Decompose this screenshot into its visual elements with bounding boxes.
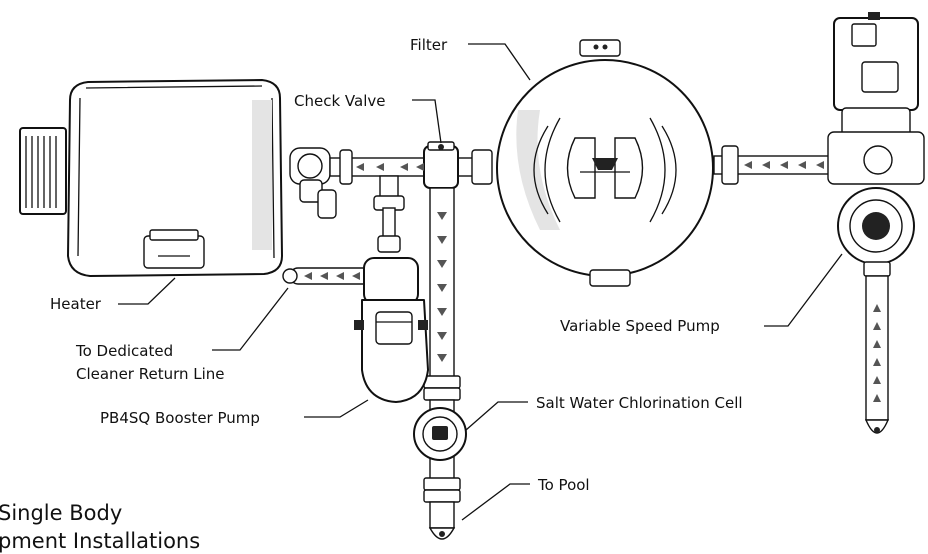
flow-arrow <box>816 161 824 169</box>
cleaner-line-label-1: To Dedicated <box>75 342 173 360</box>
heater-label: Heater <box>50 295 102 313</box>
caption-line-1: Single Body <box>0 501 122 525</box>
flow-arrow <box>437 212 447 220</box>
flow-arrow <box>873 340 881 348</box>
check-valve-label: Check Valve <box>294 92 385 110</box>
filter-to-pump-pipe <box>713 145 835 185</box>
heater <box>19 79 283 277</box>
flow-arrow <box>437 332 447 340</box>
variable-speed-pump <box>827 12 925 434</box>
filter-leader <box>468 43 531 81</box>
flow-arrow <box>873 376 881 384</box>
cleaner-line-leader <box>212 287 289 351</box>
flow-arrow <box>873 358 881 366</box>
filter-label: Filter <box>410 36 448 54</box>
booster-pump-label: PB4SQ Booster Pump <box>100 409 260 427</box>
flow-arrow <box>437 236 447 244</box>
booster-pump-leader <box>304 399 369 418</box>
flow-arrow <box>780 161 788 169</box>
booster-pump <box>282 257 429 403</box>
filter <box>496 39 714 287</box>
flow-arrow <box>352 272 360 280</box>
pump-leader <box>764 253 843 327</box>
flow-arrow <box>416 163 424 171</box>
flow-arrow <box>304 272 312 280</box>
pool-leader <box>461 483 530 521</box>
chlorination-leader <box>465 401 528 431</box>
flow-arrow <box>356 163 364 171</box>
flow-arrow <box>336 272 344 280</box>
flow-arrow <box>873 394 881 402</box>
flow-arrow <box>400 163 408 171</box>
flow-arrow <box>437 260 447 268</box>
to-pool-label: To Pool <box>537 476 590 494</box>
main-return-pipe <box>289 147 493 253</box>
flow-arrow <box>744 161 752 169</box>
caption-line-2: pment Installations <box>0 529 200 553</box>
salt-water-chlorination-cell <box>413 407 467 461</box>
chlorination-cell-label: Salt Water Chlorination Cell <box>536 394 743 412</box>
check-valve <box>423 141 459 189</box>
leader-lines <box>118 43 843 521</box>
flow-arrow <box>320 272 328 280</box>
flow-arrow <box>873 304 881 312</box>
cleaner-line-label-2: Cleaner Return Line <box>76 365 225 383</box>
flow-arrow <box>437 354 447 362</box>
flow-arrow <box>376 163 384 171</box>
check-valve-leader <box>412 99 442 144</box>
flow-arrow <box>798 161 806 169</box>
variable-speed-pump-label: Variable Speed Pump <box>560 317 720 335</box>
flow-arrows <box>304 161 881 402</box>
flow-arrow <box>437 284 447 292</box>
flow-arrow <box>762 161 770 169</box>
heater-leader <box>118 277 176 305</box>
flow-arrow <box>873 322 881 330</box>
flow-arrow <box>437 308 447 316</box>
